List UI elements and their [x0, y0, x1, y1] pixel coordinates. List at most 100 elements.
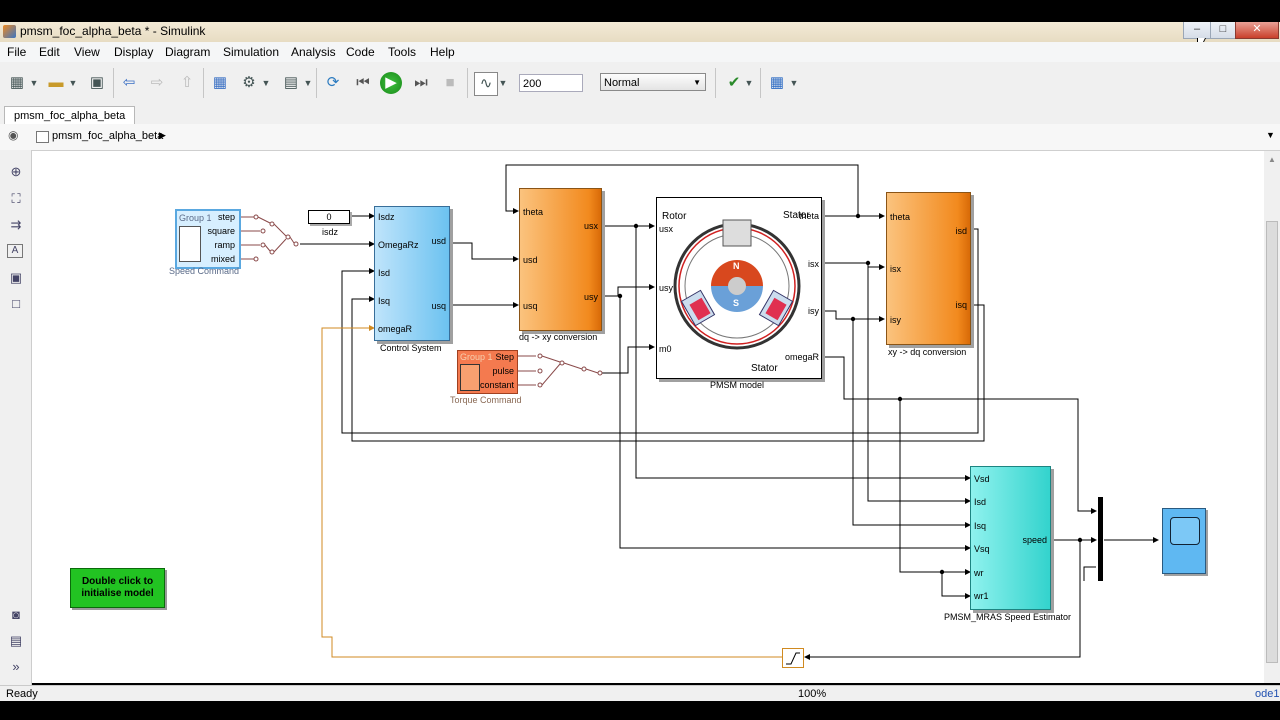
port-usx: usx	[583, 221, 598, 231]
initialise-model-button[interactable]: Double click to initialise model	[70, 568, 165, 608]
arrows-icon[interactable]: ⇉	[10, 217, 22, 232]
sim-mode-select[interactable]: Normal ▼	[600, 73, 706, 91]
run-play-icon[interactable]: ▶	[380, 72, 402, 94]
port-isq: Isq	[378, 296, 391, 306]
port-vsq: Vsq	[974, 544, 990, 554]
menu-simulation[interactable]: Simulation	[223, 45, 280, 59]
menu-diagram[interactable]: Diagram	[165, 45, 211, 59]
toolbar-separator	[467, 68, 468, 98]
port-wr1: wr1	[974, 591, 989, 601]
area-icon[interactable]: □	[12, 296, 20, 311]
image-icon[interactable]: ▣	[9, 270, 23, 285]
scroll-up-icon[interactable]: ▲	[1268, 155, 1276, 164]
torque-signal-step: Step	[495, 352, 514, 362]
port-usd: usd	[431, 236, 446, 246]
model-icon	[36, 131, 49, 143]
chevron-down-icon[interactable]: ▼	[498, 78, 508, 88]
scope-block[interactable]	[1162, 508, 1206, 574]
torque-command-block[interactable]: Group 1 Step pulse constant	[457, 350, 518, 394]
rate-limiter-block[interactable]	[782, 648, 804, 668]
stop-icon[interactable]: ■	[445, 74, 455, 91]
status-bar: Ready 100% ode1	[0, 685, 1280, 702]
zoom-in-icon[interactable]: ⊕	[10, 164, 22, 179]
diagram-canvas[interactable]: Group 1 step square ramp mixed Speed Com…	[32, 151, 1264, 683]
menu-help[interactable]: Help	[430, 45, 455, 59]
refresh-icon[interactable]: ⟳	[326, 74, 340, 91]
south-pole-label: S	[733, 298, 740, 308]
menu-file[interactable]: File	[7, 45, 27, 59]
hide-browser-icon[interactable]: ◉	[8, 128, 19, 142]
xy-dq-caption: xy -> dq conversion	[888, 347, 967, 357]
maximize-button[interactable]: □	[1210, 22, 1236, 39]
new-model-icon[interactable]: ▦	[9, 74, 25, 91]
back-arrow-icon[interactable]: ⇦	[122, 74, 136, 91]
model-browser-icon[interactable]: ▤	[9, 633, 23, 648]
mras-speed-estimator-block[interactable]: Vsd Isd Isq Vsq wr wr1 speed	[970, 466, 1051, 610]
menu-display[interactable]: Display	[114, 45, 154, 59]
title-bar: pmsm_foc_alpha_beta * - Simulink – □ ✕	[0, 22, 1280, 42]
port-usq: usq	[523, 301, 538, 311]
gear-icon[interactable]: ⚙	[242, 74, 256, 91]
fit-view-icon[interactable]: ⛶	[11, 191, 21, 206]
open-folder-icon[interactable]: ▬	[48, 74, 64, 91]
chevron-down-icon: ▼	[693, 78, 701, 87]
dq-xy-conversion-block[interactable]: theta usd usq usx usy	[519, 188, 602, 331]
speed-command-block[interactable]: Group 1 step square ramp mixed	[175, 209, 241, 269]
menu-view[interactable]: View	[74, 45, 100, 59]
pmsm-model-block[interactable]: usx usy m0 theta isx isy omegaR Rotor St…	[656, 197, 822, 379]
expand-icon[interactable]: »	[12, 659, 20, 674]
speed-group-label: Group 1	[179, 213, 212, 223]
menu-bar: File Edit View Display Diagram Simulatio…	[0, 42, 1280, 62]
port-theta-out: theta	[798, 211, 819, 221]
speed-signal-step: step	[217, 212, 235, 222]
signal-builder-icon	[460, 364, 480, 391]
up-arrow-icon[interactable]: ⇧	[180, 74, 194, 91]
save-icon[interactable]: ▣	[89, 74, 105, 91]
menu-tools[interactable]: Tools	[388, 45, 417, 59]
chevron-right-icon[interactable]: ▶	[159, 130, 166, 140]
chevron-down-icon[interactable]: ▼	[303, 78, 313, 88]
annotation-icon[interactable]: A	[7, 244, 23, 258]
step-forward-icon[interactable]: ⏭	[414, 74, 428, 91]
scroll-thumb[interactable]	[1266, 221, 1278, 663]
port-isd: Isd	[378, 268, 391, 278]
check-model-icon[interactable]: ✔	[727, 74, 741, 91]
chevron-down-icon[interactable]: ▼	[744, 78, 754, 88]
breadcrumb[interactable]: pmsm_foc_alpha_beta	[52, 130, 164, 142]
chevron-down-icon[interactable]: ▼	[29, 78, 39, 88]
menu-analysis[interactable]: Analysis	[291, 45, 336, 59]
menu-edit[interactable]: Edit	[39, 45, 60, 59]
chevron-down-icon[interactable]: ▼	[1266, 130, 1275, 140]
solver-link[interactable]: ode1	[1255, 688, 1280, 700]
screenshot-icon[interactable]: ◙	[12, 607, 20, 622]
isdz-constant-block[interactable]: 0	[308, 210, 350, 224]
xy-dq-conversion-block[interactable]: theta isx isy isd isq	[886, 192, 971, 345]
chevron-down-icon[interactable]: ▼	[261, 78, 271, 88]
close-button[interactable]: ✕	[1235, 22, 1279, 39]
step-back-icon[interactable]: ⏮	[356, 74, 370, 91]
rate-limiter-icon	[786, 652, 800, 665]
stop-time-input[interactable]: 200	[519, 74, 583, 92]
vertical-scrollbar[interactable]: ▲	[1264, 151, 1280, 683]
control-system-block[interactable]: Isdz OmegaRz Isd Isq omegaR usd usq	[374, 206, 450, 341]
port-usy: usy	[583, 292, 598, 302]
chevron-down-icon[interactable]: ▼	[789, 78, 799, 88]
minimize-button[interactable]: –	[1183, 22, 1211, 39]
data-inspector-icon[interactable]: ▦	[769, 74, 785, 91]
model-explorer-icon[interactable]: ▤	[283, 74, 299, 91]
init-line-1: Double click to	[81, 576, 154, 587]
port-omegar-out: omegaR	[784, 352, 819, 362]
port-omegar: omegaR	[378, 324, 413, 334]
scope-toolbar-icon[interactable]: ∿	[474, 72, 498, 96]
library-browser-icon[interactable]: ▦	[212, 74, 228, 91]
tab-model[interactable]: pmsm_foc_alpha_beta	[4, 106, 136, 125]
port-isy: isy	[808, 306, 819, 316]
status-text: Ready	[6, 688, 38, 700]
speed-signal-mixed: mixed	[210, 254, 235, 264]
chevron-down-icon[interactable]: ▼	[68, 78, 78, 88]
mras-caption: PMSM_MRAS Speed Estimator	[944, 612, 1072, 622]
simulink-app-icon	[3, 25, 16, 38]
torque-signal-pulse: pulse	[492, 366, 514, 376]
forward-arrow-icon[interactable]: ⇨	[150, 74, 164, 91]
menu-code[interactable]: Code	[346, 45, 375, 59]
